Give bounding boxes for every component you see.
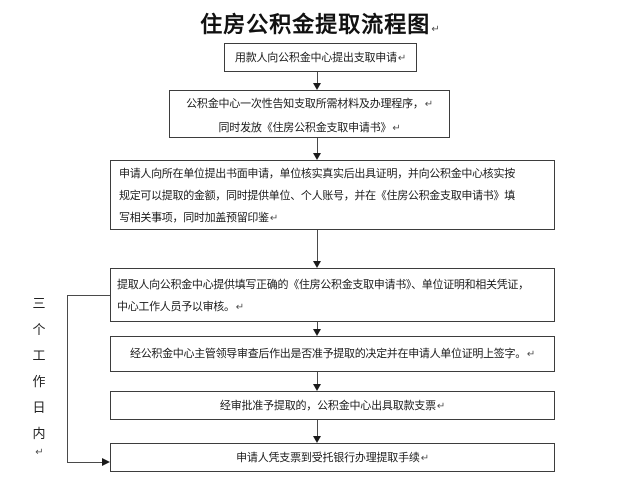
line-break-mark: ↵: [269, 213, 278, 224]
flow-step-5-box: 经公积金中心主管领导审查后作出是否准予提取的决定并在申请人单位证明上签字。↵: [110, 336, 555, 372]
page-title: 住房公积金提取流程图↵: [0, 7, 641, 39]
flow-step-3-line-3: 写相关事项，同时加盖预留印鉴: [119, 211, 269, 224]
paragraph-mark: ↵: [431, 24, 441, 35]
line-break-mark: ↵: [526, 349, 535, 360]
side-label-text: 三个工作日内: [32, 297, 46, 442]
flow-step-1-box: 用款人向公积金中心提出支取申请↵: [224, 43, 417, 72]
flow-step-5-line-1: 经公积金中心主管领导审查后作出是否准予提取的决定并在申请人单位证明上签字。: [130, 347, 526, 360]
flow-step-4-line-2: 中心工作人员予以审核。: [117, 300, 235, 313]
bracket-arrowhead-icon: [102, 458, 110, 466]
flow-step-7-text: 申请人凭支票到受托银行办理提取手续↵: [111, 444, 554, 471]
flow-step-4-box: 提取人向公积金中心提供填写正确的《住房公积金支取申请书》、单位证明和相关凭证， …: [110, 268, 555, 322]
flow-step-5-text: 经公积金中心主管领导审查后作出是否准予提取的决定并在申请人单位证明上签字。↵: [111, 337, 554, 371]
connector-3-arrowhead-icon: [313, 261, 321, 268]
flow-step-2-text: 公积金中心一次性告知支取所需材料及办理程序，↵: [170, 92, 449, 116]
connector-5-arrowhead-icon: [313, 384, 321, 391]
line-break-mark: ↵: [436, 401, 446, 412]
line-break-mark: ↵: [397, 53, 407, 64]
flow-step-4-text: 提取人向公积金中心提供填写正确的《住房公积金支取申请书》、单位证明和相关凭证，: [117, 274, 548, 296]
connector-3-shaft: [317, 230, 318, 261]
flow-step-2-text: 同时发放《住房公积金支取申请书》↵: [170, 116, 449, 137]
line-break-mark: ↵: [420, 453, 429, 464]
flow-step-2-line-1: 公积金中心一次性告知支取所需材料及办理程序，: [186, 97, 424, 110]
connector-1-arrowhead-icon: [313, 83, 321, 90]
flow-step-3-text: 规定可以提取的金额，同时提供单位、个人账号，并在《住房公积金支取申请书》填: [119, 185, 546, 207]
connector-2-shaft: [317, 138, 318, 153]
connector-4-shaft: [317, 322, 318, 329]
bracket-bottom-line: [67, 462, 103, 463]
connector-6-shaft: [317, 420, 318, 436]
flow-step-2-line-2: 同时发放《住房公积金支取申请书》: [218, 121, 392, 134]
flow-step-3-text: 写相关事项，同时加盖预留印鉴↵: [119, 207, 546, 229]
bracket-vertical-line: [67, 295, 68, 462]
flow-step-1-text: 用款人向公积金中心提出支取申请↵: [225, 44, 416, 71]
page-title-text: 住房公积金提取流程图: [200, 13, 431, 38]
connector-1-shaft: [317, 72, 318, 83]
flow-step-4-line-1: 提取人向公积金中心提供填写正确的《住房公积金支取申请书》、单位证明和相关凭证，: [117, 278, 529, 291]
connector-2-arrowhead-icon: [313, 153, 321, 160]
flow-step-3-line-1: 申请人向所在单位提出书面申请，单位核实真实后出具证明，并向公积金中心核实按: [119, 167, 515, 180]
bracket-top-line: [67, 295, 110, 296]
side-label-three-working-days: 三个工作日内 ↵: [30, 292, 48, 458]
flow-step-3-line-2: 规定可以提取的金额，同时提供单位、个人账号，并在《住房公积金支取申请书》填: [119, 189, 515, 202]
paragraph-mark: ↵: [35, 447, 44, 458]
connector-5-shaft: [317, 372, 318, 384]
line-break-mark: ↵: [235, 302, 244, 313]
flow-step-6-line-1: 经审批准予提取的，公积金中心出具取款支票: [219, 399, 436, 412]
line-break-mark: ↵: [424, 99, 433, 110]
flow-step-7-line-1: 申请人凭支票到受托银行办理提取手续: [236, 451, 420, 464]
flow-step-2-box: 公积金中心一次性告知支取所需材料及办理程序，↵ 同时发放《住房公积金支取申请书》…: [169, 90, 450, 138]
flow-step-3-box: 申请人向所在单位提出书面申请，单位核实真实后出具证明，并向公积金中心核实按 规定…: [110, 160, 555, 230]
line-break-mark: ↵: [392, 123, 401, 134]
flow-step-7-box: 申请人凭支票到受托银行办理提取手续↵: [110, 443, 555, 472]
flow-step-6-text: 经审批准予提取的，公积金中心出具取款支票↵: [111, 392, 554, 419]
connector-4-arrowhead-icon: [313, 329, 321, 336]
connector-6-arrowhead-icon: [313, 436, 321, 443]
flow-step-3-text: 申请人向所在单位提出书面申请，单位核实真实后出具证明，并向公积金中心核实按: [119, 163, 546, 185]
flow-step-6-box: 经审批准予提取的，公积金中心出具取款支票↵: [110, 391, 555, 420]
flow-step-4-text: 中心工作人员予以审核。↵: [117, 296, 548, 319]
flow-step-1-line-1: 用款人向公积金中心提出支取申请: [234, 51, 397, 64]
